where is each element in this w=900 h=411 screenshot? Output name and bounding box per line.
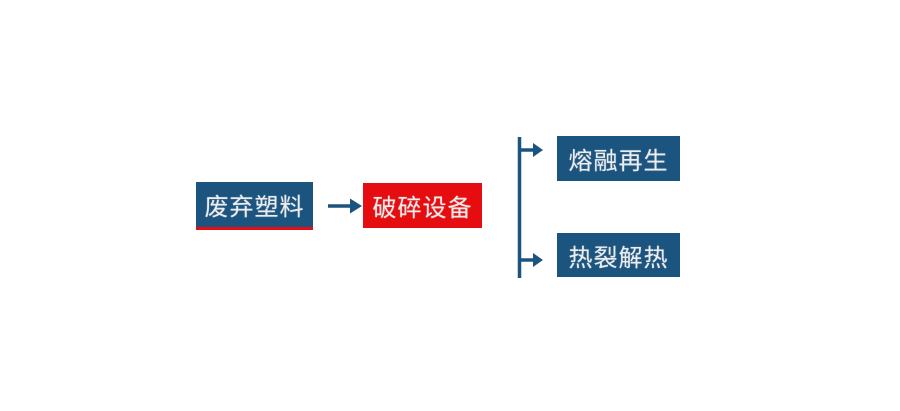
node-pyrolysis-heat-label: 热裂解热 — [568, 244, 669, 272]
node-crushing-equipment-label: 破碎设备 — [372, 195, 473, 222]
right-arrow-icon — [519, 143, 543, 157]
node-crushing-equipment: 破碎设备 — [363, 183, 482, 228]
right-arrow-icon — [328, 198, 362, 214]
node-melt-regeneration: 熔融再生 — [557, 136, 680, 181]
node-melt-regeneration-label: 熔融再生 — [568, 148, 669, 175]
node-waste-plastic-label: 废弃塑料 — [204, 194, 305, 221]
node-waste-plastic: 废弃塑料 — [196, 182, 313, 230]
branch-connector — [517, 137, 543, 278]
node-pyrolysis-heat: 热裂解热 — [557, 233, 680, 277]
right-arrow-icon — [519, 253, 543, 267]
